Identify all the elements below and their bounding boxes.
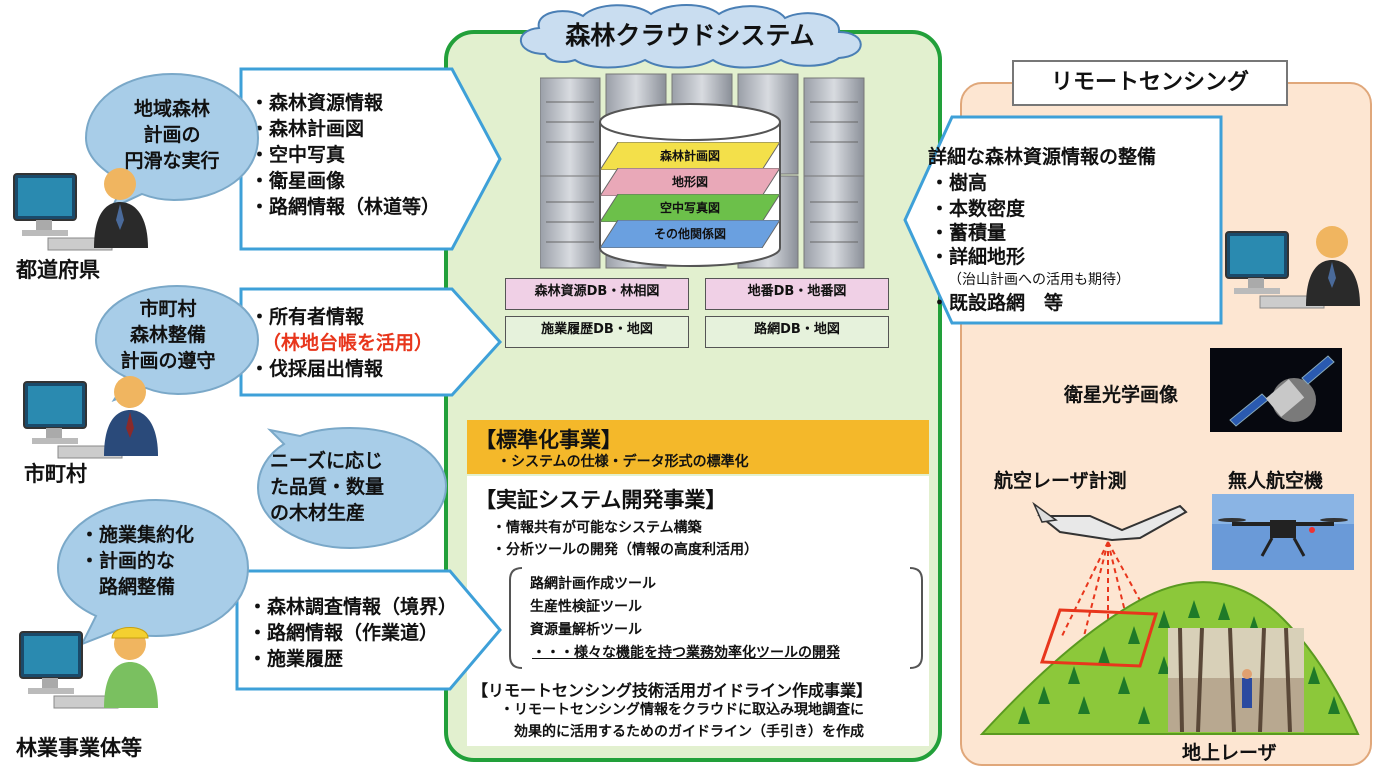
user-prefecture-icon bbox=[13, 168, 148, 251]
user-forestry-icon bbox=[19, 627, 158, 709]
layer-aerial-photo-map-label: 空中写真図 bbox=[659, 201, 720, 215]
layer-topographic-map-label: 地形図 bbox=[671, 175, 708, 189]
prefecture-info-5: ・路網情報（林道等） bbox=[250, 196, 441, 218]
remote-sensing-title: リモートセンシング bbox=[1012, 60, 1288, 106]
detail-item-2: ・本数密度 bbox=[930, 198, 1026, 220]
forestry-info-1: ・森林調査情報（境界） bbox=[248, 596, 458, 618]
tool-1: 路網計画作成ツール bbox=[530, 576, 656, 592]
rs-project-title: 【リモートセンシング技術活用ガイドライン作成事業】 bbox=[472, 681, 873, 700]
bubble-municipality-text: 市町村 森林整備 計画の遵守 bbox=[120, 298, 216, 372]
bubble-timber-needs bbox=[256, 426, 448, 550]
prefecture-info-1: ・森林資源情報 bbox=[250, 92, 384, 114]
user-forestry-label: 林業事業体等 bbox=[16, 736, 142, 760]
user-prefecture-label: 都道府県 bbox=[16, 258, 100, 282]
ground-laser-photo bbox=[1168, 628, 1304, 732]
detail-last: ・既設路網 等 bbox=[930, 292, 1064, 314]
layer-forest-plan-map bbox=[600, 142, 780, 170]
projects-area bbox=[467, 476, 929, 746]
user-remote-sensing-icon bbox=[1225, 226, 1360, 309]
municipality-info-red: （林地台帳を活用） bbox=[262, 332, 434, 354]
user-municipality-label: 市町村 bbox=[24, 462, 87, 486]
tool-2: 生産性検証ツール bbox=[530, 599, 642, 615]
standardization-title: 【標準化事業】 bbox=[475, 428, 622, 452]
bubble-forestry-text: ・施業集約化 ・計画的な 路網整備 bbox=[80, 524, 195, 598]
demo-item-2: ・分析ツールの開発（情報の高度利活用） bbox=[492, 542, 758, 558]
info-arrow-municipality: ・所有者情報 （林地台帳を活用） ・伐採届出情報 bbox=[239, 287, 503, 397]
layer-topographic-map bbox=[600, 168, 780, 196]
tools-bracket bbox=[509, 567, 923, 669]
drone-label: 無人航空機 bbox=[1228, 470, 1324, 492]
standardization-box: 【標準化事業】 ・システムの仕様・データ形式の標準化 bbox=[467, 420, 929, 474]
bubble-municipality bbox=[94, 284, 260, 402]
prefecture-info-4: ・衛星画像 bbox=[250, 170, 346, 192]
municipality-info-2: ・伐採届出情報 bbox=[250, 358, 384, 380]
bubble-timber-needs-text: ニーズに応じ た品質・数量 の木材生産 bbox=[270, 450, 385, 524]
forestry-info-3: ・施業履歴 bbox=[248, 648, 344, 670]
info-arrow-forestry: ・森林調査情報（境界） ・路網情報（作業道） ・施業履歴 bbox=[235, 569, 502, 691]
municipality-info-1: ・所有者情報 bbox=[250, 306, 365, 328]
detail-note: （治山計画への活用も期待） bbox=[948, 272, 1130, 288]
user-municipality-icon bbox=[23, 376, 158, 459]
tool-3: 資源量解析ツール bbox=[530, 622, 642, 638]
forestry-info-2: ・路網情報（作業道） bbox=[248, 622, 439, 644]
db-treatment-history: 施業履歴DB・地図 bbox=[505, 316, 689, 348]
db-road-network: 路網DB・地図 bbox=[705, 316, 889, 348]
layer-aerial-photo-map bbox=[600, 194, 780, 222]
info-arrow-prefecture: ・森林資源情報 ・森林計画図 ・空中写真 ・衛星画像 ・路網情報（林道等） bbox=[239, 67, 502, 251]
demo-item-1: ・情報共有が可能なシステム構築 bbox=[492, 520, 702, 536]
prefecture-info-2: ・森林計画図 bbox=[250, 118, 365, 140]
demo-project-title: 【実証システム開発事業】 bbox=[475, 488, 727, 512]
tools-summary: ・・・様々な機能を持つ業務効率化ツールの開発 bbox=[532, 645, 840, 661]
detail-arrow-box: 詳細な森林資源情報の整備 ・樹高 ・本数密度 ・蓄積量 ・詳細地形 （治山計画へ… bbox=[903, 115, 1223, 325]
detail-item-3: ・蓄積量 bbox=[930, 222, 1007, 244]
detail-item-4: ・詳細地形 bbox=[930, 246, 1026, 268]
db-lot-numbers: 地番DB・地番図 bbox=[705, 278, 889, 310]
detail-title: 詳細な森林資源情報の整備 bbox=[928, 146, 1157, 168]
layer-other-maps-label: その他関係図 bbox=[653, 227, 726, 241]
db-forest-resources: 森林資源DB・林相図 bbox=[505, 278, 689, 310]
layer-other-maps bbox=[600, 220, 780, 248]
layer-forest-plan-map-label: 森林計画図 bbox=[659, 149, 720, 163]
cloud-title: 森林クラウドシステム bbox=[565, 21, 815, 50]
rs-project-desc-1: ・リモートセンシング情報をクラウドに取込み現地調査に bbox=[500, 702, 864, 718]
drone-image bbox=[1212, 494, 1354, 570]
satellite-label: 衛星光学画像 bbox=[1064, 384, 1179, 406]
rs-project-desc-2: 効果的に活用するためのガイドライン（手引き）を作成 bbox=[514, 724, 864, 740]
satellite-image bbox=[1210, 348, 1342, 432]
laser-label: 航空レーザ計測 bbox=[994, 470, 1127, 492]
standardization-desc: ・システムの仕様・データ形式の標準化 bbox=[497, 454, 749, 470]
cloud-shape bbox=[519, 4, 862, 69]
ground-laser-label: 地上レーザ bbox=[1182, 742, 1277, 764]
detail-item-1: ・樹高 bbox=[930, 172, 988, 194]
airplane-laser-graphic bbox=[1032, 501, 1188, 637]
prefecture-info-3: ・空中写真 bbox=[250, 144, 346, 166]
bubble-prefecture-text: 地域森林 計画の 円滑な実行 bbox=[124, 98, 220, 172]
